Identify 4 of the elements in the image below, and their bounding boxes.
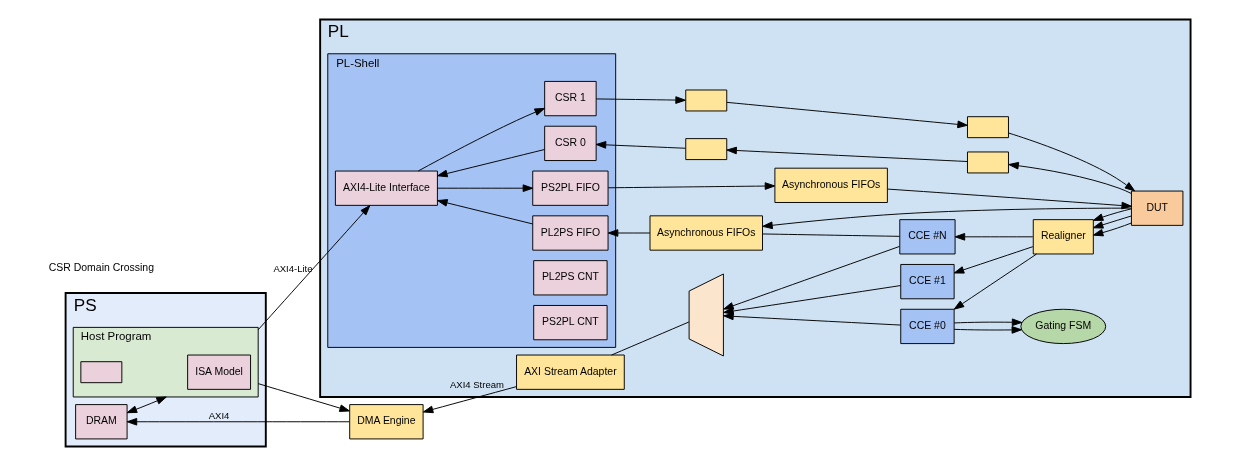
edge-label: AXI4 (208, 409, 229, 421)
label: CSR Domain Crossing (48, 261, 154, 273)
edge-label: AXI4-Lite (272, 263, 313, 275)
edge-label: AXI4 Stream (449, 379, 504, 391)
